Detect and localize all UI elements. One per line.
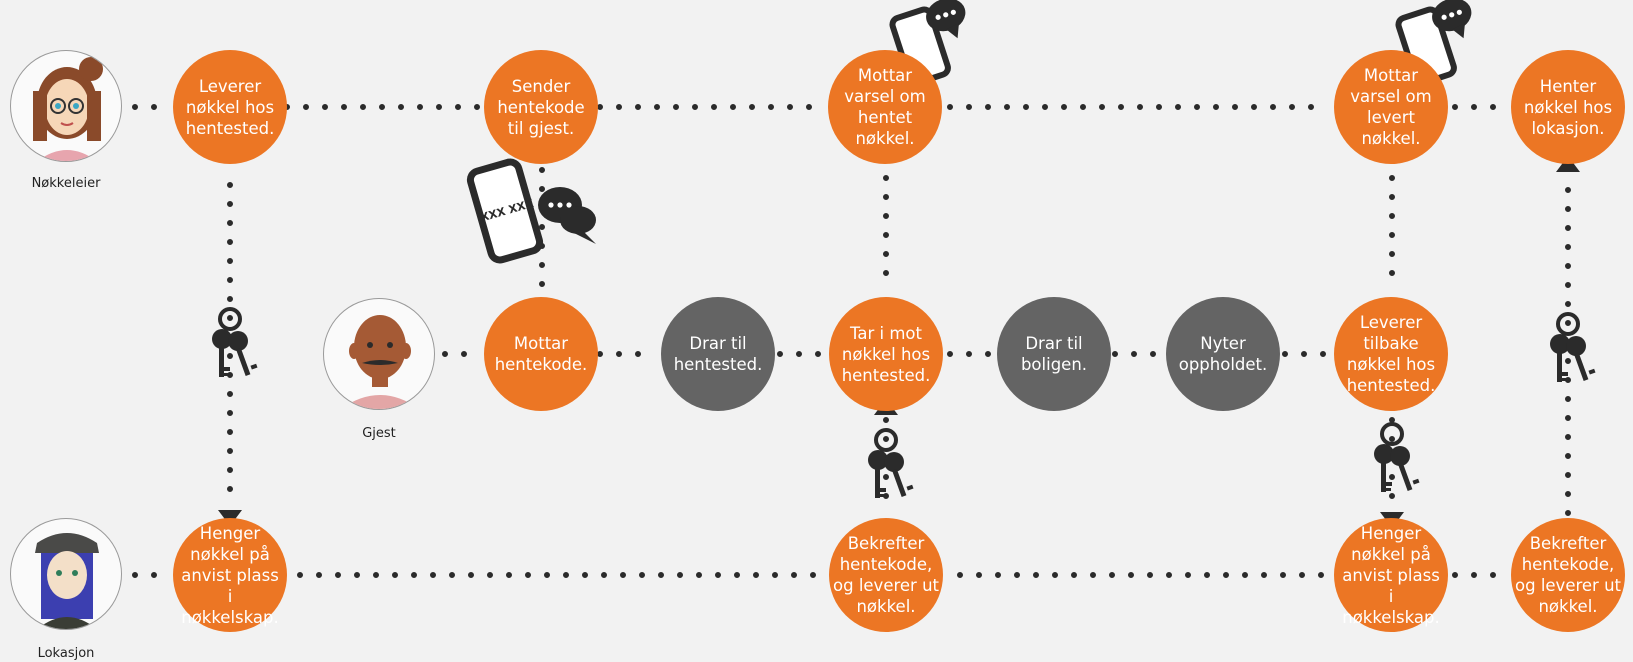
location-label: Lokasjon [37,646,95,661]
step-guest-travel: Drar til hentested. [661,297,775,411]
step-location-confirm-1: Bekrefter hentekode, og leverer ut nøkke… [829,518,943,632]
owner-avatar [10,50,122,162]
guest-label: Gjest [362,426,396,441]
connector-lines [132,104,1571,578]
step-location-hang-key-1: Henger nøkkel på anvist plass i nøkkelsk… [173,518,287,632]
step-guest-enjoy: Nyter oppholdet. [1166,297,1280,411]
keys-icon [1548,312,1598,384]
step-location-hang-key-2: Henger nøkkel på anvist plass i nøkkelsk… [1334,518,1448,632]
phone-code-icon: XXX XXX [466,158,596,264]
step-location-confirm-2: Bekrefter hentekode, og leverer ut nøkke… [1511,518,1625,632]
step-guest-receive-code: Mottar hentekode. [484,297,598,411]
step-owner-fetch: Henter nøkkel hos lokasjon. [1511,50,1625,164]
location-avatar [10,518,122,630]
step-guest-to-home: Drar til boligen. [997,297,1111,411]
keys-icon [1372,422,1422,494]
step-owner-notice-picked: Mottar varsel om hentet nøkkel. [828,50,942,164]
step-owner-send-code: Sender hentekode til gjest. [484,50,598,164]
step-guest-pickup: Tar i mot nøkkel hos hentested. [829,297,943,411]
guest-avatar [323,298,435,410]
owner-label: Nøkkeleier [31,176,101,191]
arrow-up-icon [1556,156,1580,172]
step-owner-deliver: Leverer nøkkel hos hentested. [173,50,287,164]
step-owner-notice-delivered: Mottar varsel om levert nøkkel. [1334,50,1448,164]
step-guest-return: Leverer tilbake nøkkel hos hentested. [1334,297,1448,411]
keys-icon [866,428,916,500]
keys-icon [210,307,260,379]
